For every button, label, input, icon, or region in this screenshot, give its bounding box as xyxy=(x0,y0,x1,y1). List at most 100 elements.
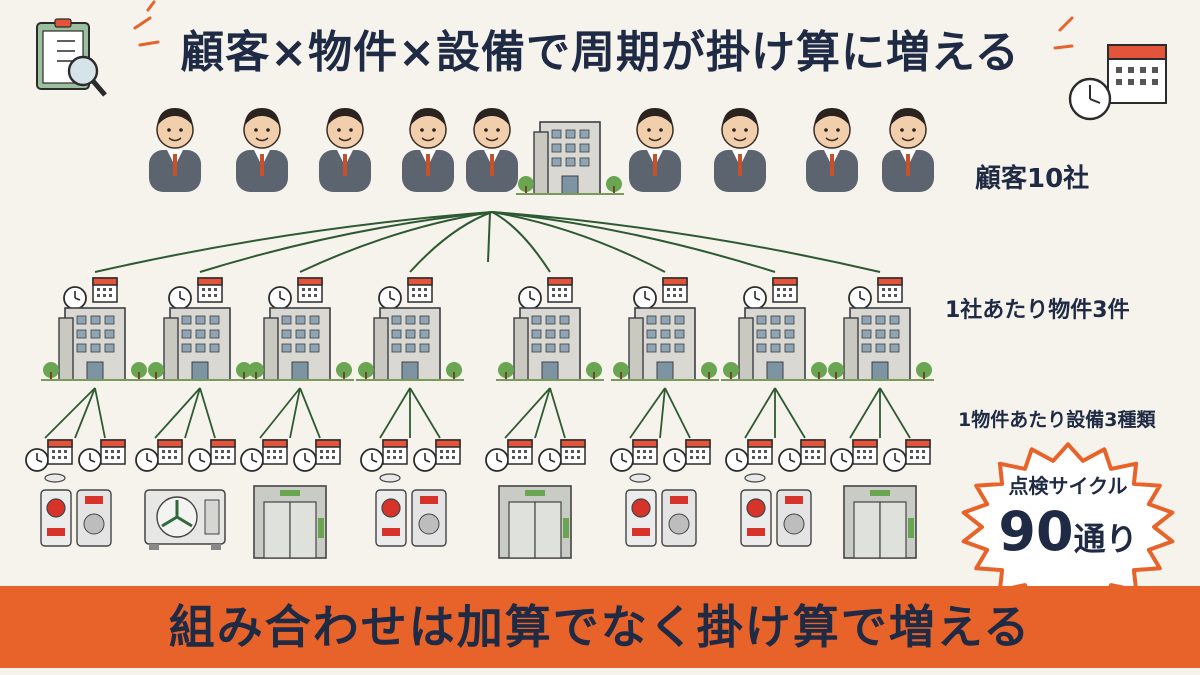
calendar-icon xyxy=(632,439,658,465)
clock-icon xyxy=(168,286,192,310)
connector-line xyxy=(849,387,881,439)
callout-unit: 通り xyxy=(1073,520,1138,558)
clock-icon xyxy=(240,448,264,472)
connector-line xyxy=(199,211,493,273)
clock-icon xyxy=(743,286,767,310)
clock-icon xyxy=(378,286,402,310)
property-row xyxy=(40,277,935,381)
calendar-icon xyxy=(507,439,533,465)
calendar-icon xyxy=(92,277,118,303)
clock-icon xyxy=(518,286,542,310)
connector-line xyxy=(664,387,691,439)
calendar-icon xyxy=(800,439,826,465)
calendar-icon xyxy=(197,277,223,303)
connector-line xyxy=(94,387,106,439)
clock-icon xyxy=(78,448,102,472)
connector-line xyxy=(199,387,216,439)
clock-icon xyxy=(663,448,687,472)
customer-person-icon xyxy=(148,107,202,193)
clock-icon xyxy=(883,448,907,472)
customer-person-icon xyxy=(713,107,767,193)
calendar-icon xyxy=(877,277,903,303)
connector-line xyxy=(549,387,566,439)
callout-label: 点検サイクル xyxy=(1008,474,1128,498)
connector-line xyxy=(504,387,551,439)
customer-person-icon xyxy=(805,107,859,193)
connector-line xyxy=(409,211,493,273)
clock-icon xyxy=(293,448,317,472)
clock-icon xyxy=(25,448,49,472)
calendar-icon xyxy=(435,439,461,465)
customers-label: 顧客10社 xyxy=(975,164,1090,194)
customer-person-icon xyxy=(628,107,682,193)
connector-line xyxy=(299,387,321,439)
connector-line xyxy=(491,211,881,273)
calendar-icon xyxy=(262,439,288,465)
equipment-label: 1物件あたり設備3種類 xyxy=(958,409,1156,431)
clock-icon xyxy=(413,448,437,472)
customer-person-icon xyxy=(235,107,289,193)
connector-line xyxy=(491,211,551,273)
connector-line xyxy=(289,387,301,439)
fire-alarm-icon xyxy=(375,473,447,547)
property-building-icon xyxy=(720,307,830,381)
connector-line xyxy=(299,211,493,273)
connector-line xyxy=(154,387,201,439)
property-building-icon xyxy=(495,307,605,381)
connector-line xyxy=(879,387,911,439)
customer-row xyxy=(148,107,935,195)
accent-marks-right xyxy=(1053,16,1074,50)
clock-icon xyxy=(725,448,749,472)
calendar-icon xyxy=(210,439,236,465)
calendar-icon xyxy=(157,439,183,465)
clock-icon xyxy=(610,448,634,472)
clock-icon xyxy=(360,448,384,472)
elevator-icon xyxy=(843,485,917,559)
page-title: 顧客×物件×設備で周期が掛け算に増える xyxy=(180,27,1020,78)
clock-icon xyxy=(63,286,87,310)
calendar-icon xyxy=(560,439,586,465)
clock-icon xyxy=(538,448,562,472)
calendar-icon xyxy=(315,439,341,465)
connector-line xyxy=(409,387,441,439)
fire-alarm-icon xyxy=(40,473,112,547)
calendar-icon xyxy=(297,277,323,303)
clock-icon xyxy=(188,448,212,472)
ac-unit-icon xyxy=(143,488,227,552)
calendar-icon xyxy=(905,439,931,465)
clock-icon xyxy=(830,448,854,472)
elevator-icon xyxy=(253,485,327,559)
calendar-icon xyxy=(852,439,878,465)
clock-icon xyxy=(633,286,657,310)
connector-line xyxy=(74,387,96,439)
customer-person-icon xyxy=(465,107,519,193)
clock-icon xyxy=(485,448,509,472)
calendar-icon xyxy=(685,439,711,465)
elevator-icon xyxy=(498,485,572,559)
connector-line xyxy=(744,387,776,439)
connector-line xyxy=(259,387,301,439)
connector-line xyxy=(491,211,776,273)
connector-line xyxy=(629,387,666,439)
clock-icon xyxy=(778,448,802,472)
accent-marks-left xyxy=(133,0,160,47)
callout-value: 90通り xyxy=(968,500,1168,563)
calendar-clock-icon xyxy=(1068,44,1167,121)
calendar-icon xyxy=(547,277,573,303)
clipboard-icon xyxy=(36,18,107,97)
property-building-icon xyxy=(40,307,150,381)
connector-line xyxy=(94,211,493,273)
fire-alarm-icon xyxy=(740,473,812,547)
calendar-icon xyxy=(747,439,773,465)
clock-icon xyxy=(135,448,159,472)
customer-connector-lines xyxy=(94,211,881,273)
equipment-connector-lines xyxy=(44,387,911,439)
calendar-icon xyxy=(382,439,408,465)
calendar-icon xyxy=(772,277,798,303)
property-building-icon xyxy=(355,307,465,381)
customer-person-icon xyxy=(318,107,372,193)
calendar-icon xyxy=(100,439,126,465)
connector-line xyxy=(379,387,411,439)
clock-icon xyxy=(848,286,872,310)
